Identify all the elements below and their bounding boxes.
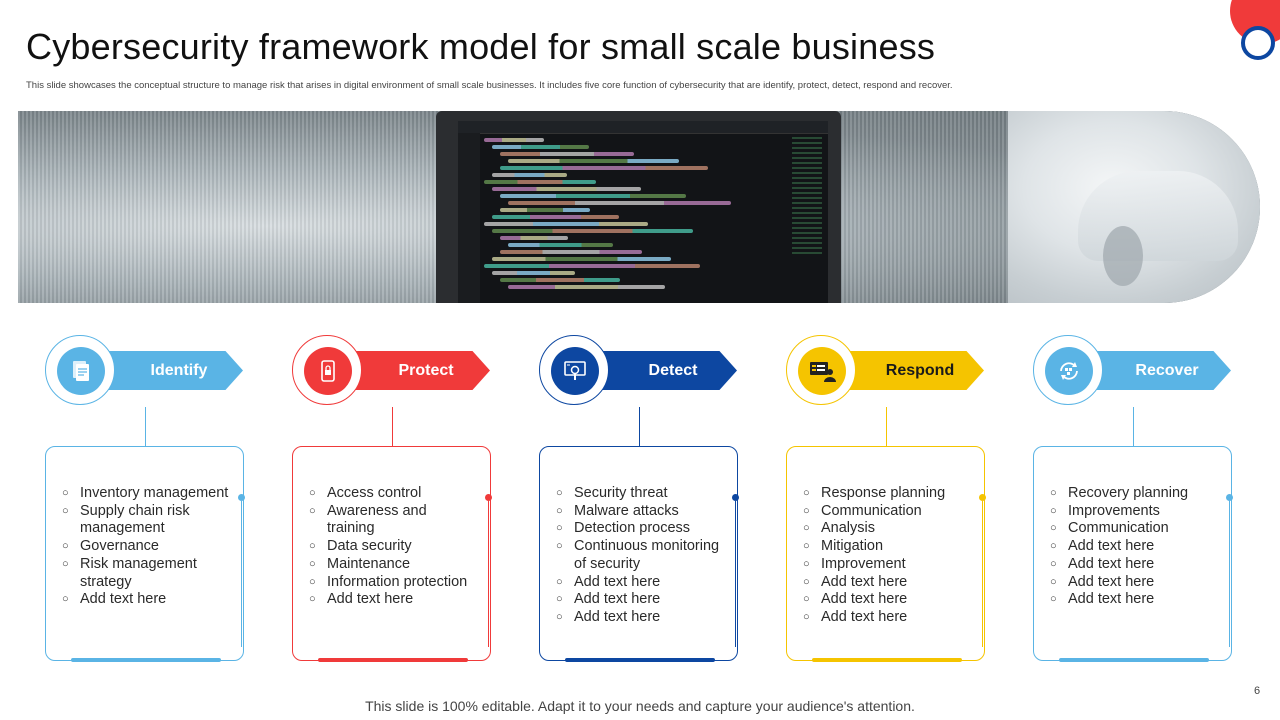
footer-note: This slide is 100% editable. Adapt it to… (365, 698, 915, 714)
list-item: Response planning (801, 485, 971, 503)
accent-dot (979, 494, 986, 501)
protect-ring (292, 335, 362, 405)
respond-ring (786, 335, 856, 405)
recover-list: Recovery planning Improvements Communica… (1048, 485, 1218, 609)
list-item: Access control (307, 485, 477, 503)
card-identify: Identify Inventory management Supply cha… (45, 335, 295, 665)
list-item: Continuous monitoring of security (554, 538, 724, 573)
slide-subtitle: This slide showcases the conceptual stru… (26, 80, 953, 91)
list-item: Data security (307, 538, 477, 556)
list-item: Analysis (801, 520, 971, 538)
accent-dot (238, 494, 245, 501)
slide-title: Cybersecurity framework model for small … (26, 26, 936, 67)
protect-box: Access control Awareness and training Da… (292, 446, 491, 662)
card-detect: Detect Security threat Malware attacks D… (539, 335, 789, 665)
list-item: Add text here (1048, 574, 1218, 592)
decorative-blue-ring (1241, 26, 1275, 60)
mobile-lock-icon (304, 347, 352, 395)
monitor-search-icon (551, 347, 599, 395)
code-line (508, 285, 665, 289)
identify-box: Inventory management Supply chain risk m… (45, 446, 244, 662)
detect-list: Security threat Malware attacks Detectio… (554, 485, 724, 627)
protect-list: Access control Awareness and training Da… (307, 485, 477, 609)
code-editor-screen (458, 121, 828, 303)
list-item: Awareness and training (307, 503, 477, 538)
respond-heading: Respond (838, 351, 984, 390)
banner-photo (18, 111, 1260, 303)
code-line (484, 222, 648, 226)
code-line (484, 138, 544, 142)
code-line (500, 236, 568, 240)
respond-list: Response planning Communication Analysis… (801, 485, 971, 627)
detect-box: Security threat Malware attacks Detectio… (539, 446, 738, 662)
protect-heading: Protect (344, 351, 490, 390)
list-item: Add text here (1048, 591, 1218, 609)
list-item: Risk management strategy (60, 556, 230, 591)
identify-ring (45, 335, 115, 405)
code-line (508, 243, 613, 247)
list-item: Information protection (307, 574, 477, 592)
detect-heading: Detect (591, 351, 737, 390)
code-line (492, 215, 619, 219)
list-item: Mitigation (801, 538, 971, 556)
detect-ring (539, 335, 609, 405)
code-line (492, 173, 567, 177)
recover-box: Recovery planning Improvements Communica… (1033, 446, 1232, 662)
list-item: Add text here (554, 574, 724, 592)
code-line (500, 250, 642, 254)
list-item: Maintenance (307, 556, 477, 574)
code-line (508, 201, 731, 205)
list-item: Improvement (801, 556, 971, 574)
code-line (500, 194, 686, 198)
code-line (484, 264, 700, 268)
card-respond: Respond Response planning Communication … (786, 335, 1036, 665)
list-item: Supply chain risk management (60, 503, 230, 538)
identify-list: Inventory management Supply chain risk m… (60, 485, 230, 609)
list-item: Security threat (554, 485, 724, 503)
list-item: Add text here (60, 591, 230, 609)
code-line (500, 278, 620, 282)
card-recover: Recover Recovery planning Improvements C… (1033, 335, 1280, 665)
blurred-car-background (1008, 111, 1260, 303)
list-item: Malware attacks (554, 503, 724, 521)
code-line (500, 208, 590, 212)
list-item: Add text here (801, 591, 971, 609)
recover-ring (1033, 335, 1103, 405)
list-item: Add text here (307, 591, 477, 609)
list-item: Add text here (1048, 538, 1218, 556)
list-item: Inventory management (60, 485, 230, 503)
list-item: Add text here (801, 574, 971, 592)
list-item: Detection process (554, 520, 724, 538)
code-line (508, 159, 679, 163)
accent-dot (732, 494, 739, 501)
recovery-cycle-icon (1045, 347, 1093, 395)
list-item: Governance (60, 538, 230, 556)
code-line (492, 257, 671, 261)
card-protect: Protect Access control Awareness and tra… (292, 335, 542, 665)
list-item: Communication (1048, 520, 1218, 538)
code-line (500, 152, 634, 156)
list-item: Recovery planning (1048, 485, 1218, 503)
list-item: Add text here (554, 609, 724, 627)
accent-dot (485, 494, 492, 501)
code-line (492, 187, 641, 191)
documents-icon (57, 347, 105, 395)
code-line (500, 166, 708, 170)
recover-heading: Recover (1085, 351, 1231, 390)
list-item: Add text here (1048, 556, 1218, 574)
code-line (492, 229, 693, 233)
code-line (484, 180, 596, 184)
list-item: Communication (801, 503, 971, 521)
code-line (492, 271, 575, 275)
page-number: 6 (1254, 685, 1261, 697)
list-item: Add text here (801, 609, 971, 627)
computer-user-icon (798, 347, 846, 395)
list-item: Improvements (1048, 503, 1218, 521)
identify-heading: Identify (97, 351, 243, 390)
accent-dot (1226, 494, 1233, 501)
respond-box: Response planning Communication Analysis… (786, 446, 985, 662)
list-item: Add text here (554, 591, 724, 609)
code-line (492, 145, 589, 149)
